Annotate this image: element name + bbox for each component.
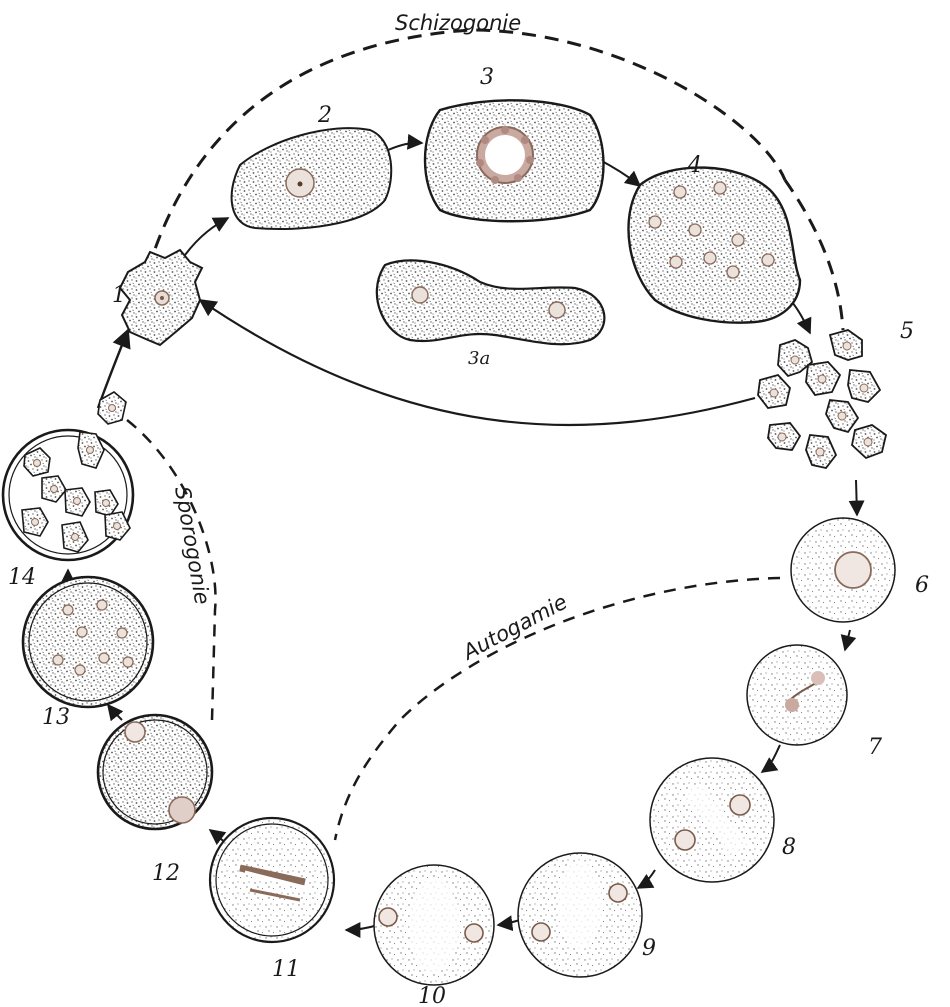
arrow-1-2 bbox=[185, 218, 228, 255]
label-stage-14: 14 bbox=[8, 565, 36, 590]
stage-5-merozoites bbox=[758, 330, 886, 468]
stage-1-cell bbox=[120, 250, 202, 345]
stage-7-cyst bbox=[747, 645, 847, 745]
stage-12-cyst bbox=[98, 715, 212, 829]
label-schizogonie: Schizogonie bbox=[395, 11, 521, 35]
label-stage-10: 10 bbox=[418, 984, 446, 1007]
stage-3-cell bbox=[425, 100, 604, 221]
label-stage-1: 1 bbox=[112, 283, 126, 308]
arrow-10-11 bbox=[346, 925, 378, 930]
stage-10-cyst bbox=[374, 865, 494, 985]
stage-3a-cell bbox=[377, 260, 605, 344]
label-stage-8: 8 bbox=[782, 835, 796, 860]
stage-13-cyst bbox=[23, 577, 153, 707]
arrow-3-4 bbox=[600, 160, 640, 186]
stage-11-cyst bbox=[210, 818, 334, 942]
label-stage-5: 5 bbox=[900, 319, 914, 344]
arrow-2-3 bbox=[388, 143, 422, 150]
label-stage-9: 9 bbox=[642, 936, 656, 961]
label-stage-11: 11 bbox=[272, 957, 300, 982]
stage-6-cyst bbox=[791, 518, 895, 622]
arrow-12-13 bbox=[108, 705, 122, 720]
stage-4-cell bbox=[628, 168, 800, 323]
label-stage-3: 3 bbox=[480, 65, 494, 90]
stage-2-cell bbox=[232, 128, 392, 229]
arrow-9-10 bbox=[498, 920, 520, 925]
stage-14-cyst bbox=[3, 392, 133, 560]
label-stage-7: 7 bbox=[868, 735, 882, 760]
label-stage-2: 2 bbox=[317, 103, 332, 128]
label-stage-4: 4 bbox=[687, 153, 702, 178]
stage-8-cyst bbox=[650, 758, 774, 882]
stage-9-cyst bbox=[518, 853, 642, 977]
arrow-6-7 bbox=[845, 630, 850, 650]
label-autogamie: Autogamie bbox=[457, 590, 571, 666]
label-stage-13: 13 bbox=[42, 705, 70, 730]
arrow-5-6 bbox=[856, 480, 857, 515]
label-stage-6: 6 bbox=[915, 573, 929, 598]
label-stage-12: 12 bbox=[152, 861, 180, 886]
arrow-7-8 bbox=[762, 745, 780, 772]
label-stage-3a: 3a bbox=[468, 348, 490, 369]
arrow-4-5 bbox=[792, 302, 810, 333]
arrow-8-9 bbox=[638, 870, 655, 888]
